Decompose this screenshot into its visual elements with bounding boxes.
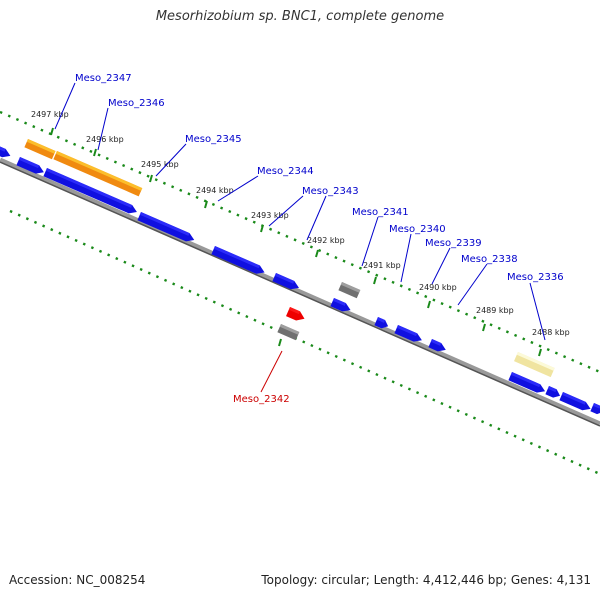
- gene-arrow: [0, 143, 11, 158]
- gene-highlight: [53, 151, 143, 197]
- gene-arrow: [272, 273, 299, 290]
- genome-backbone: [0, 157, 600, 427]
- label-leaders: [54, 82, 546, 341]
- gene-arrow: [428, 339, 446, 352]
- genome-summary-text: Topology: circular; Length: 4,412,446 bp…: [261, 573, 591, 587]
- gene-arrow: [330, 298, 351, 312]
- gene-arrow: [137, 212, 195, 242]
- gene-arrow: [590, 403, 600, 415]
- kbp-label: 2497 kbp: [31, 110, 69, 119]
- genome-backbone-edge: [0, 161, 600, 427]
- gene-label-meso-2340: Meso_2340: [389, 224, 446, 235]
- kbp-label: 2494 kbp: [196, 186, 234, 195]
- kbp-label: 2489 kbp: [476, 306, 514, 315]
- gene-label-meso-2344: Meso_2344: [257, 166, 314, 177]
- gene-label-meso-2343: Meso_2343: [302, 186, 359, 197]
- label-leader-red: [260, 350, 283, 393]
- gene-arrow: [545, 386, 561, 398]
- gene-highlight: [24, 139, 56, 160]
- accession-text: Accession: NC_008254: [9, 573, 146, 587]
- kbp-label: 2490 kbp: [419, 283, 457, 292]
- gene-grey: [277, 324, 300, 341]
- gene-label-meso-2336: Meso_2336: [507, 272, 564, 283]
- gene-label-meso-2345: Meso_2345: [185, 134, 242, 145]
- gene-label-meso-2342: Meso_2342: [233, 394, 290, 405]
- gene-arrow: [16, 157, 44, 174]
- gene-arrow: [374, 317, 389, 329]
- kbp-label: 2491 kbp: [363, 261, 401, 270]
- gene-arrow: [559, 392, 591, 411]
- gene-arrow: [508, 372, 546, 393]
- inner-tick-marks: [278, 338, 282, 347]
- gene-label-meso-2338: Meso_2338: [461, 254, 518, 265]
- map-title: Mesorhizobium sp. BNC1, complete genome: [155, 9, 445, 24]
- gene-arrow: [394, 325, 422, 342]
- kbp-label: 2495 kbp: [141, 160, 179, 169]
- kbp-label: 2493 kbp: [251, 211, 289, 220]
- gene-red: [286, 307, 305, 321]
- kbp-tick-marks: [50, 127, 542, 357]
- outer-dotted-ring: [0, 110, 600, 374]
- kbp-label: 2488 kbp: [532, 328, 570, 337]
- gene-label-meso-2346: Meso_2346: [108, 98, 165, 109]
- gene-arrow: [211, 246, 265, 274]
- gene-features: [0, 139, 600, 415]
- gene-arrow: [43, 168, 137, 214]
- gene-pale: [514, 352, 555, 378]
- kbp-label: 2492 kbp: [307, 236, 345, 245]
- gene-label-meso-2341: Meso_2341: [352, 207, 409, 218]
- gene-label-meso-2339: Meso_2339: [425, 238, 482, 249]
- inner-dotted-ring: [9, 209, 600, 476]
- gene-label-meso-2347: Meso_2347: [75, 73, 132, 84]
- gene-grey: [338, 282, 361, 299]
- kbp-label: 2496 kbp: [86, 135, 124, 144]
